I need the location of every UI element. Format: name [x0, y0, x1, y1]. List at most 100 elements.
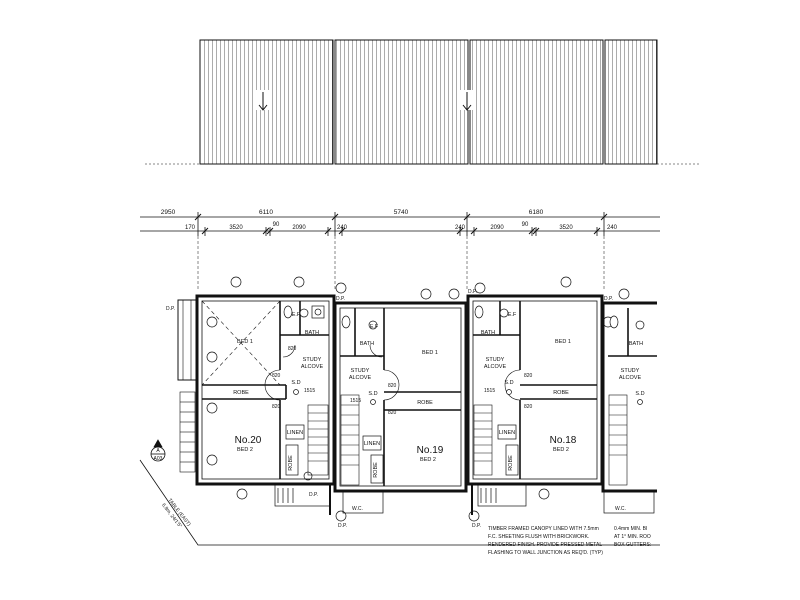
dimension-labels: 2950 6110 5740 6180 170 3520 90 2090 240… — [161, 209, 618, 231]
door-size: 820 — [272, 404, 281, 410]
smoke-detector-icon — [637, 399, 643, 405]
door-size: 820 — [524, 373, 533, 379]
door-size: 820 — [272, 373, 281, 379]
walls — [177, 294, 657, 493]
door-size: 1515 — [304, 388, 315, 394]
section-marker-icon: A A03 — [150, 439, 166, 462]
room-label-study: STUDY — [621, 368, 640, 374]
dim-sub: 3520 — [229, 225, 243, 231]
roof-section-2 — [334, 39, 469, 165]
downpipe-label: D.P. — [336, 296, 345, 302]
canopy-note: TIMBER FRAMED CANOPY LINED WITH 7.5mm F.… — [488, 526, 603, 556]
downpipe-label: D.P. — [604, 296, 613, 302]
section-marker-ref: A03 — [154, 456, 163, 462]
unit-number: No.19 — [417, 445, 444, 456]
room-label-bed2: BED 2 — [420, 457, 436, 463]
grid-marker-icon — [335, 282, 347, 294]
stairs — [179, 391, 628, 486]
sd-label: S.D — [504, 380, 513, 386]
grid-marker-icon — [206, 316, 218, 328]
exhaust-fan-icon — [299, 308, 309, 318]
room-label-bed2: BED 2 — [553, 447, 569, 453]
toilet-icon — [609, 315, 619, 329]
grid-marker-icon — [293, 276, 305, 288]
room-label-robe-vertical: ROBE — [373, 462, 379, 478]
room-label-study: ALCOVE — [484, 364, 507, 370]
toilet-icon — [474, 305, 484, 319]
dim-sub: 3520 — [559, 225, 573, 231]
room-label-bath: BATH — [305, 330, 319, 336]
grid-markers — [206, 276, 630, 522]
entries — [274, 483, 655, 515]
roof-plan — [145, 39, 700, 165]
room-label-study: STUDY — [486, 357, 505, 363]
room-label-robe: ROBE — [233, 390, 249, 396]
door-size: 1515 — [484, 388, 495, 394]
grid-marker-icon — [474, 282, 486, 294]
boundary — [139, 459, 660, 546]
svg-text:BOX GUTTERS:: BOX GUTTERS: — [614, 542, 651, 548]
dim-sub: 90 — [522, 222, 529, 228]
grid-marker-icon — [236, 488, 248, 500]
dim-sub: 2090 — [292, 225, 306, 231]
dim-sub: 240 — [607, 225, 618, 231]
room-label-study: STUDY — [303, 357, 322, 363]
room-label-bed1: BED 1 — [555, 339, 571, 345]
svg-text:AT 1° MIN. ROO: AT 1° MIN. ROO — [614, 534, 651, 540]
unit-19: BED 1 BATH E.F STUDY ALCOVE ROBE S.D 820… — [349, 324, 444, 478]
unit-partial: BATH STUDY ALCOVE S.D — [619, 341, 645, 397]
exhaust-fan-icon — [499, 308, 509, 318]
dim-sub: 170 — [185, 225, 196, 231]
room-label-study: STUDY — [351, 368, 370, 374]
fixtures — [283, 305, 645, 484]
downpipe-label: D.P. — [309, 492, 318, 498]
unit-number: No.20 — [235, 435, 262, 446]
door-size: 820 — [388, 383, 397, 389]
fall-arrow-icon — [460, 90, 474, 111]
room-label-study: ALCOVE — [619, 375, 642, 381]
section-marker-letter: A — [156, 448, 160, 454]
toilet-icon — [283, 305, 293, 319]
roof-section-3 — [469, 39, 604, 165]
svg-text:0.4mm MIN. BI: 0.4mm MIN. BI — [614, 526, 647, 532]
svg-text:FLASHING TO WALL JUNCTION AS R: FLASHING TO WALL JUNCTION AS REQ'D. (TYP… — [488, 550, 603, 556]
downpipe-label: D.P. — [468, 289, 477, 295]
linen-cupboard — [362, 435, 382, 451]
smoke-detector-icon — [370, 399, 376, 405]
wc-label: W.C. — [352, 506, 363, 512]
dimension-lines — [140, 212, 660, 290]
dim-sub: 240 — [337, 225, 348, 231]
grid-marker-icon — [206, 351, 218, 363]
room-label-robe: ROBE — [417, 400, 433, 406]
room-label-bath: BATH — [360, 341, 374, 347]
dim-sub: 2090 — [490, 225, 504, 231]
exhaust-fan-icon — [368, 320, 378, 330]
grid-marker-icon — [538, 488, 550, 500]
robe-cupboard — [370, 454, 384, 484]
grid-marker-icon — [560, 276, 572, 288]
downpipes: D.P. D.P. D.P. D.P. D.P. D.P. D.P. W.C. … — [166, 289, 626, 529]
room-label-robe-vertical: ROBE — [288, 455, 294, 471]
svg-text:RENDERED FINISH. PROVIDE PRESS: RENDERED FINISH. PROVIDE PRESSED METAL — [488, 542, 602, 548]
dim-overall-4: 6180 — [529, 209, 544, 216]
svg-text:F.C. SHEETING FLUSH WITH BRICK: F.C. SHEETING FLUSH WITH BRICKWORK. — [488, 534, 589, 540]
grid-marker-icon — [448, 288, 460, 300]
unit-18: BED 1 BATH E.F STUDY ALCOVE ROBE S.D 820… — [481, 312, 577, 471]
unit-20: BED 1 BATH E.F STUDY ALCOVE ROBE S.D 820… — [233, 312, 323, 471]
room-label-robe: ROBE — [553, 390, 569, 396]
room-label-bath: BATH — [629, 341, 643, 347]
room-label-bed1: BED 1 — [422, 350, 438, 356]
door-size: 820 — [524, 404, 533, 410]
smoke-detector-icon — [506, 389, 512, 395]
room-label-linen: LINEN — [364, 441, 380, 447]
gutter-note: 0.4mm MIN. BI AT 1° MIN. ROO BOX GUTTERS… — [614, 526, 651, 548]
grid-marker-icon — [420, 288, 432, 300]
dim-overall-1: 2950 — [161, 209, 176, 216]
door-size: 1515 — [350, 398, 361, 404]
roof-section-4 — [604, 39, 658, 165]
ef-label: E.F — [292, 312, 301, 318]
sd-label: S.D — [368, 391, 377, 397]
dim-overall-3: 5740 — [394, 209, 409, 216]
room-label-study: ALCOVE — [349, 375, 372, 381]
